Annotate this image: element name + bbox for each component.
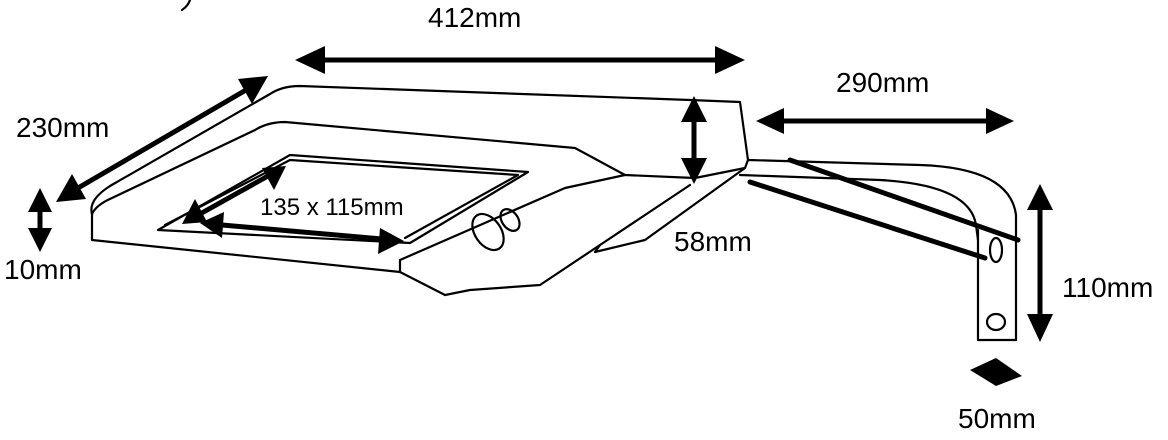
lamp-front-edge — [90, 212, 447, 297]
lamp-rear-lip — [593, 166, 747, 254]
arrow-230mm — [56, 76, 268, 202]
panel-outer — [156, 153, 530, 245]
arrow-110mm — [1027, 184, 1053, 342]
panel-inner — [163, 158, 520, 240]
lamp-underside — [398, 173, 627, 274]
label-110mm: 110mm — [1062, 272, 1153, 303]
label-50mm: 50mm — [958, 403, 1036, 434]
label-230mm: 230mm — [16, 112, 109, 143]
lamp-inner-rim — [90, 120, 697, 216]
label-10mm: 10mm — [4, 254, 82, 285]
label-135x115mm: 135 x 115mm — [260, 194, 404, 221]
label-58mm: 58mm — [674, 226, 752, 257]
sensor-oval-small — [499, 208, 521, 232]
arrow-412mm — [295, 46, 745, 74]
arrow-135x115mm — [182, 166, 404, 254]
arrow-50mm — [970, 358, 1022, 386]
bracket-hole-lower — [985, 312, 1007, 332]
lamp-top-edge — [90, 84, 692, 216]
sensor-icon — [471, 208, 521, 252]
stray-mark — [180, 0, 192, 12]
mounting-bracket — [738, 157, 1021, 342]
bracket-strut-lower — [747, 179, 988, 261]
arrow-10mm — [28, 188, 52, 252]
label-290mm: 290mm — [836, 67, 929, 98]
sensor-oval-large — [471, 212, 505, 252]
solar-panel — [156, 153, 530, 245]
arrow-58mm — [681, 96, 707, 184]
bracket-hole-upper — [988, 236, 1004, 264]
bracket-strut-upper — [787, 157, 1021, 243]
lamp-underside-lower — [443, 183, 692, 297]
arrow-290mm — [756, 108, 1014, 134]
lamp-body — [90, 84, 747, 297]
bracket-inner-edge — [738, 173, 980, 242]
bracket-top-edge — [746, 158, 1018, 342]
label-412mm: 412mm — [428, 2, 521, 33]
